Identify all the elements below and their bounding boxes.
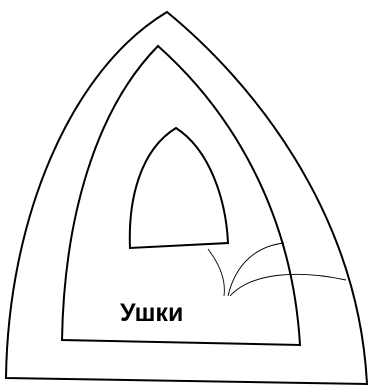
inner-arch-shape [130, 128, 228, 248]
outer-arch-shape [6, 12, 367, 384]
guide-line-right [230, 274, 346, 296]
ear-guide-lines [208, 243, 346, 296]
guide-line-left [208, 249, 224, 296]
guide-line-middle [228, 243, 284, 296]
ushki-label: Ушки [120, 299, 183, 327]
